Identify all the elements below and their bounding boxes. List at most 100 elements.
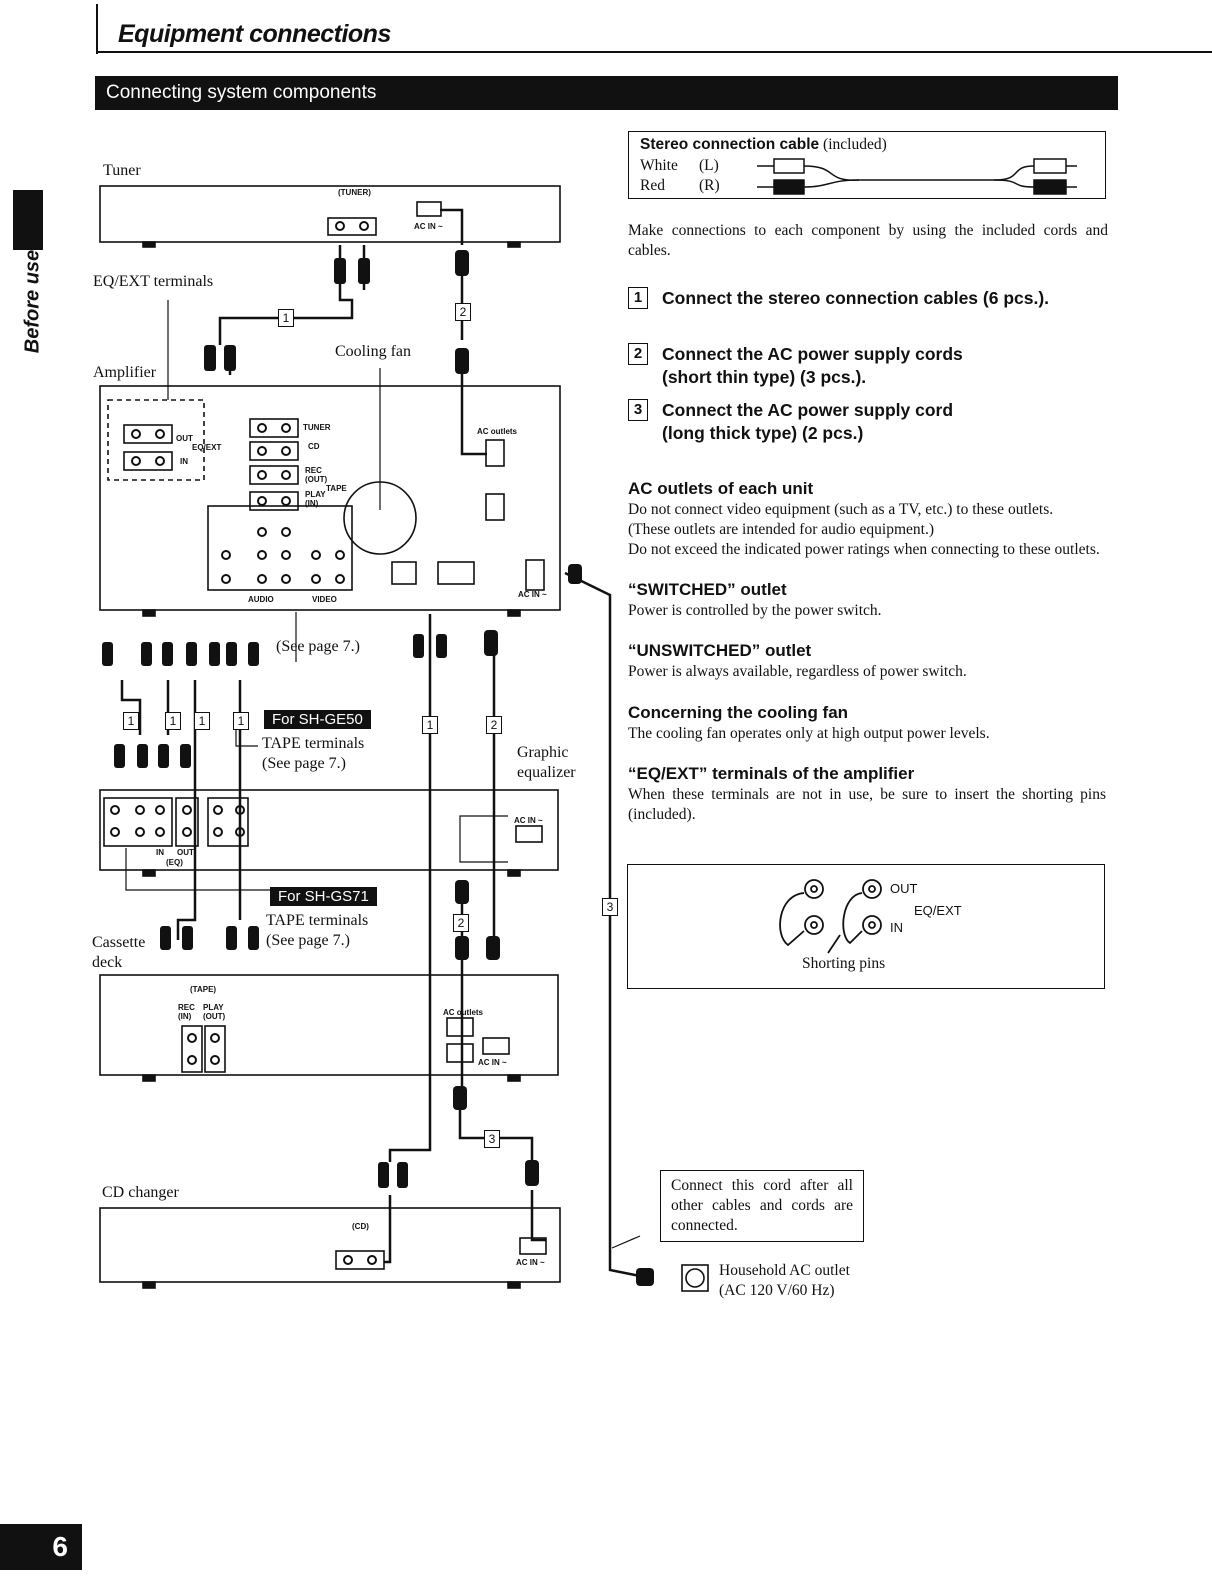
unswitched-text: Power is always available, regardless of…: [628, 663, 967, 680]
shorting-pins-caption: Shorting pins: [802, 955, 886, 972]
eq-out-label: OUT: [177, 848, 194, 857]
ac-outlets-p2: (These outlets are intended for audio eq…: [628, 521, 935, 538]
step-2-text: Connect the AC power supply cords: [662, 344, 963, 364]
shorting-in-label: IN: [890, 920, 903, 935]
amp-ac-in-label: AC IN ~: [518, 590, 547, 599]
tape-terminals-label: TAPE terminals: [262, 735, 365, 752]
graphic-equalizer-label: Graphic equalizer: [517, 744, 576, 781]
tuner-label: Tuner: [103, 162, 141, 179]
cassette-ac-in-label: AC IN ~: [478, 1058, 507, 1067]
ac-outlets-body: Do not connect video equipment (such as …: [628, 500, 1108, 560]
white-label: White: [640, 157, 678, 174]
step-marker-3: 3: [602, 898, 618, 916]
step-1-text: Connect the stereo connection cables (6 …: [662, 288, 1050, 308]
step-marker-2: 2: [453, 914, 469, 932]
see-page-label: (See page 7.): [276, 638, 360, 655]
step-marker-1: 1: [194, 712, 210, 730]
cd-jack-label: (CD): [352, 1222, 369, 1231]
cassette-ac-outlets-label: AC outlets: [443, 1008, 483, 1017]
tape-see-page-label: (See page 7.): [262, 755, 346, 772]
tuner-input-label: TUNER: [303, 423, 331, 432]
amplifier-label: Amplifier: [93, 364, 157, 381]
eq-ac-in-label: AC IN ~: [514, 816, 543, 825]
cassette-deck-label: Cassette deck: [92, 934, 146, 971]
audio-label: AUDIO: [248, 595, 274, 604]
switched-text: Power is controlled by the power switch.: [628, 602, 882, 619]
step-1: 1 Connect the stereo connection cables (6…: [628, 287, 1049, 310]
tuner-ac-in-label: AC IN ~: [414, 222, 443, 231]
step-3-text-line2: (long thick type) (2 pcs.): [662, 423, 864, 443]
tape-jack-label: (TAPE): [190, 985, 217, 994]
cd-changer-label: CD changer: [102, 1184, 179, 1201]
cable-box-title: Stereo connection cable: [640, 136, 820, 153]
connect-last-note: Connect this cord after all other cables…: [660, 1170, 864, 1242]
eq-ext-terminals-label: EQ/EXT terminals: [93, 273, 214, 290]
play-out-label: PLAY (OUT): [203, 1003, 226, 1021]
rec-in-label: REC (IN): [178, 1003, 195, 1021]
cooling-fan-label: Cooling fan: [335, 343, 411, 360]
step-marker-1: 1: [165, 712, 181, 730]
red-label: Red: [640, 177, 665, 194]
page-title: Equipment connections: [118, 20, 391, 48]
rec-out-label: REC (OUT): [305, 466, 328, 484]
tuner-jack-label: (TUNER): [338, 188, 371, 197]
cd-changer-unit: [99, 1207, 561, 1283]
switched-heading: “SWITCHED” outlet: [628, 580, 787, 599]
stereo-cable-box: Stereo connection cable (included) White…: [628, 131, 1106, 199]
amplifier-unit: [99, 385, 561, 611]
amp-out-label: OUT: [176, 434, 193, 443]
shorting-pins-icon: [779, 879, 882, 954]
household-outlet-label: Household AC outlet: [719, 1262, 850, 1279]
section-title: Connecting system components: [95, 76, 1118, 110]
eq-tag-label: (EQ): [166, 858, 183, 867]
step-3-text: Connect the AC power supply cord: [662, 400, 954, 420]
tuner-unit: [99, 185, 561, 243]
tape-terminals-2-label: TAPE terminals: [266, 912, 369, 929]
cassette-deck-unit: [99, 974, 559, 1076]
step-marker-1: 1: [278, 309, 294, 327]
step-2: 2 Connect the AC power supply cords (shor…: [628, 343, 963, 389]
step-marker-1: 1: [233, 712, 249, 730]
step-marker-2: 2: [486, 716, 502, 734]
stereo-cable-icon: [757, 158, 1077, 195]
cooling-fan-text: The cooling fan operates only at high ou…: [628, 725, 990, 742]
header-rule-vertical: [96, 4, 98, 54]
tape-label: TAPE: [326, 484, 347, 493]
tape-see-page-2-label: (See page 7.): [266, 932, 350, 949]
step-3: 3 Connect the AC power supply cord (long …: [628, 399, 953, 445]
unswitched-heading: “UNSWITCHED” outlet: [628, 641, 812, 660]
play-in-label: PLAY (IN): [305, 490, 326, 508]
white-channel: (L): [699, 157, 719, 174]
step-marker-1: 1: [422, 716, 438, 734]
eqext-heading: “EQ/EXT” terminals of the amplifier: [628, 764, 915, 783]
cd-ac-in-label: AC IN ~: [516, 1258, 545, 1267]
ac-outlets-p1: Do not connect video equipment (such as …: [628, 501, 1054, 518]
video-label: VIDEO: [312, 595, 337, 604]
ac-outlets-heading: AC outlets of each unit: [628, 479, 814, 498]
shorting-eqext-label: EQ/EXT: [914, 903, 962, 918]
shorting-pins-box: OUT EQ/EXT IN Shorting pins: [627, 864, 1105, 989]
ac-outlets-label: AC outlets: [477, 427, 517, 436]
step-1-number: 1: [628, 287, 648, 309]
step-marker-1: 1: [123, 712, 139, 730]
intro-text: Make connections to each component by us…: [628, 222, 1108, 259]
cd-input-label: CD: [308, 442, 320, 451]
step-2-text-line2: (short thin type) (3 pcs.).: [662, 367, 867, 387]
step-2-number: 2: [628, 343, 648, 365]
cooling-fan-heading: Concerning the cooling fan: [628, 703, 849, 722]
for-sh-gs71-badge: For SH-GS71: [270, 887, 377, 906]
amp-in-label: IN: [180, 457, 188, 466]
page-number: 6: [0, 1524, 82, 1570]
household-outlet-spec: (AC 120 V/60 Hz): [719, 1282, 835, 1299]
step-marker-3: 3: [484, 1130, 500, 1148]
header-rule: [96, 51, 1212, 53]
step-marker-2: 2: [455, 303, 471, 321]
step-3-number: 3: [628, 399, 648, 421]
red-channel: (R): [699, 177, 720, 194]
shorting-out-label: OUT: [890, 881, 918, 896]
eq-in-label: IN: [156, 848, 164, 857]
graphic-equalizer-unit: [99, 789, 559, 871]
for-sh-ge50-badge: For SH-GE50: [264, 710, 371, 729]
ac-outlets-p3: Do not exceed the indicated power rating…: [628, 541, 1100, 558]
